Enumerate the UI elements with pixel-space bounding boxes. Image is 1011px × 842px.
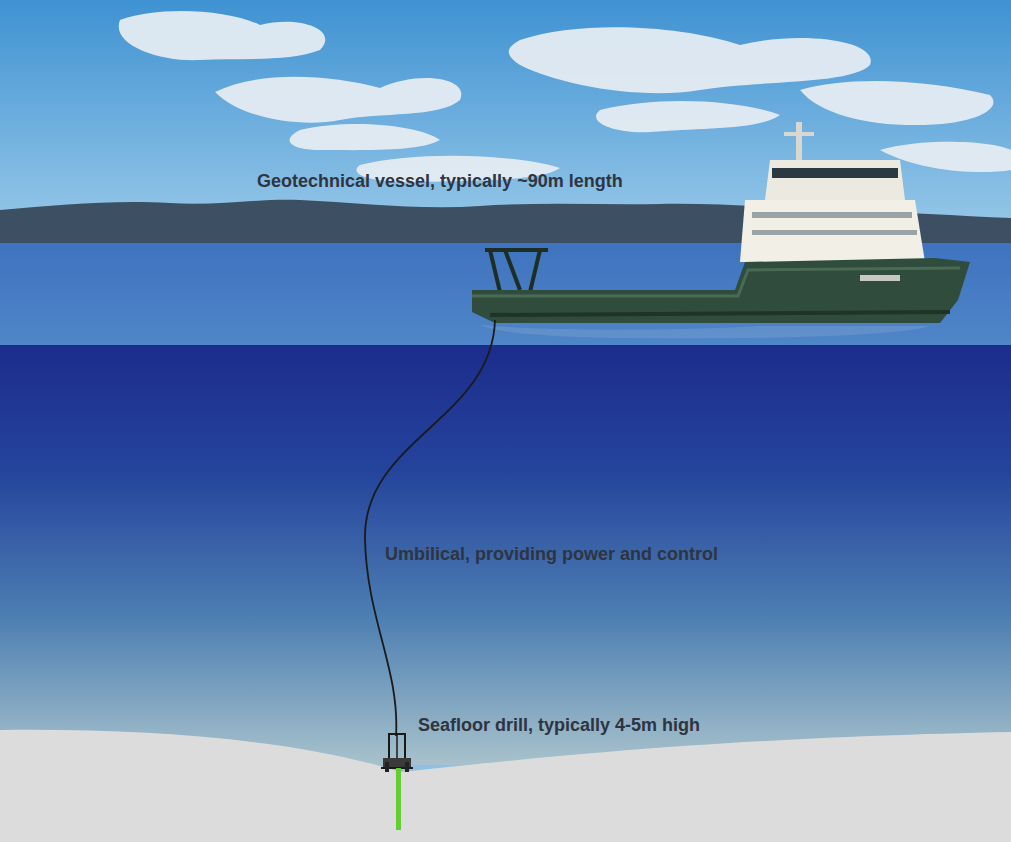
deep-water — [0, 345, 1011, 765]
callout-label: Geotechnical vessel, typically ~90m leng… — [257, 170, 623, 192]
ship-reflection — [480, 325, 930, 339]
label-holder: Geotechnical vessel, typically ~90m leng… — [257, 170, 623, 192]
seafloor-drill — [381, 734, 413, 772]
umbilical-cable — [365, 320, 495, 736]
label-holder: Seafloor drill, typically 4-5m high — [418, 714, 700, 736]
clouds — [119, 11, 1011, 182]
callout-label: Umbilical, providing power and control — [385, 543, 718, 565]
seabed — [0, 730, 1011, 842]
drill-core — [396, 768, 401, 830]
label-holder: Umbilical, providing power and control — [385, 543, 718, 565]
geotechnical-vessel — [472, 122, 970, 323]
callout-label: Seafloor drill, typically 4-5m high — [418, 714, 700, 736]
